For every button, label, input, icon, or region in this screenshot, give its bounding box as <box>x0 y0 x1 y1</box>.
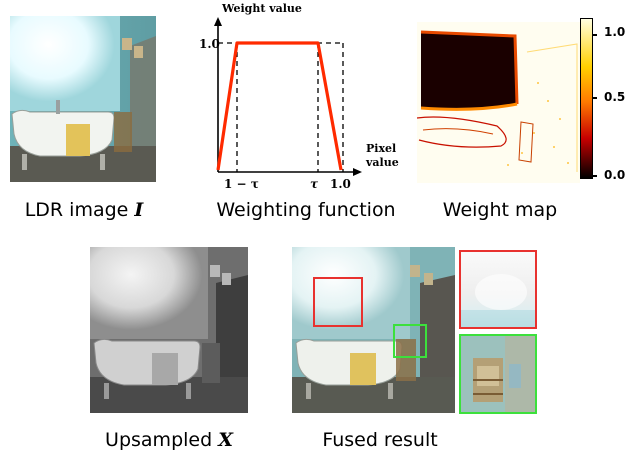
colorbar-label-05: 0.5 <box>604 90 626 104</box>
colorbar <box>580 18 593 179</box>
graph-y-arrow <box>214 17 222 26</box>
ldr-caption: LDR image I <box>24 199 144 221</box>
y-tick-label: 1.0 <box>200 37 220 51</box>
x-tick-tau: τ <box>310 177 319 191</box>
upsampled-caption: Upsampled X <box>105 429 233 451</box>
zoom-inset-red <box>459 250 537 329</box>
weight-map-caption: Weight map <box>442 199 558 221</box>
colorbar-tick-mid <box>592 97 597 99</box>
zoom-box-red <box>313 277 363 327</box>
x-tick-one: 1.0 <box>330 177 351 191</box>
upsampled-image <box>90 247 248 413</box>
x-tick-1-tau: 1 − τ <box>224 177 259 191</box>
weighting-caption: Weighting function <box>216 199 396 221</box>
fused-result-image <box>292 247 455 413</box>
colorbar-tick-bottom <box>592 175 597 177</box>
colorbar-label-0: 0.0 <box>604 168 626 182</box>
weighting-function-graph: Weight value 1.0 Pixel value 1 − τ τ 1.0 <box>200 2 399 191</box>
symbol-i: I <box>134 199 144 221</box>
zoom-box-green <box>393 324 427 358</box>
y-axis-label: Weight value <box>221 2 302 15</box>
colorbar-label-1: 1.0 <box>604 25 626 39</box>
x-axis-label-line1: Pixel <box>366 142 396 155</box>
weight-map-image <box>417 22 580 183</box>
x-axis-label-line2: value <box>365 156 399 169</box>
colorbar-tick-top <box>592 34 597 36</box>
weighting-curve <box>216 41 343 171</box>
ldr-image <box>10 16 156 182</box>
graph-x-arrow <box>353 168 362 176</box>
symbol-x: X <box>218 429 233 451</box>
zoom-inset-green <box>459 334 537 414</box>
fused-caption: Fused result <box>322 429 438 451</box>
